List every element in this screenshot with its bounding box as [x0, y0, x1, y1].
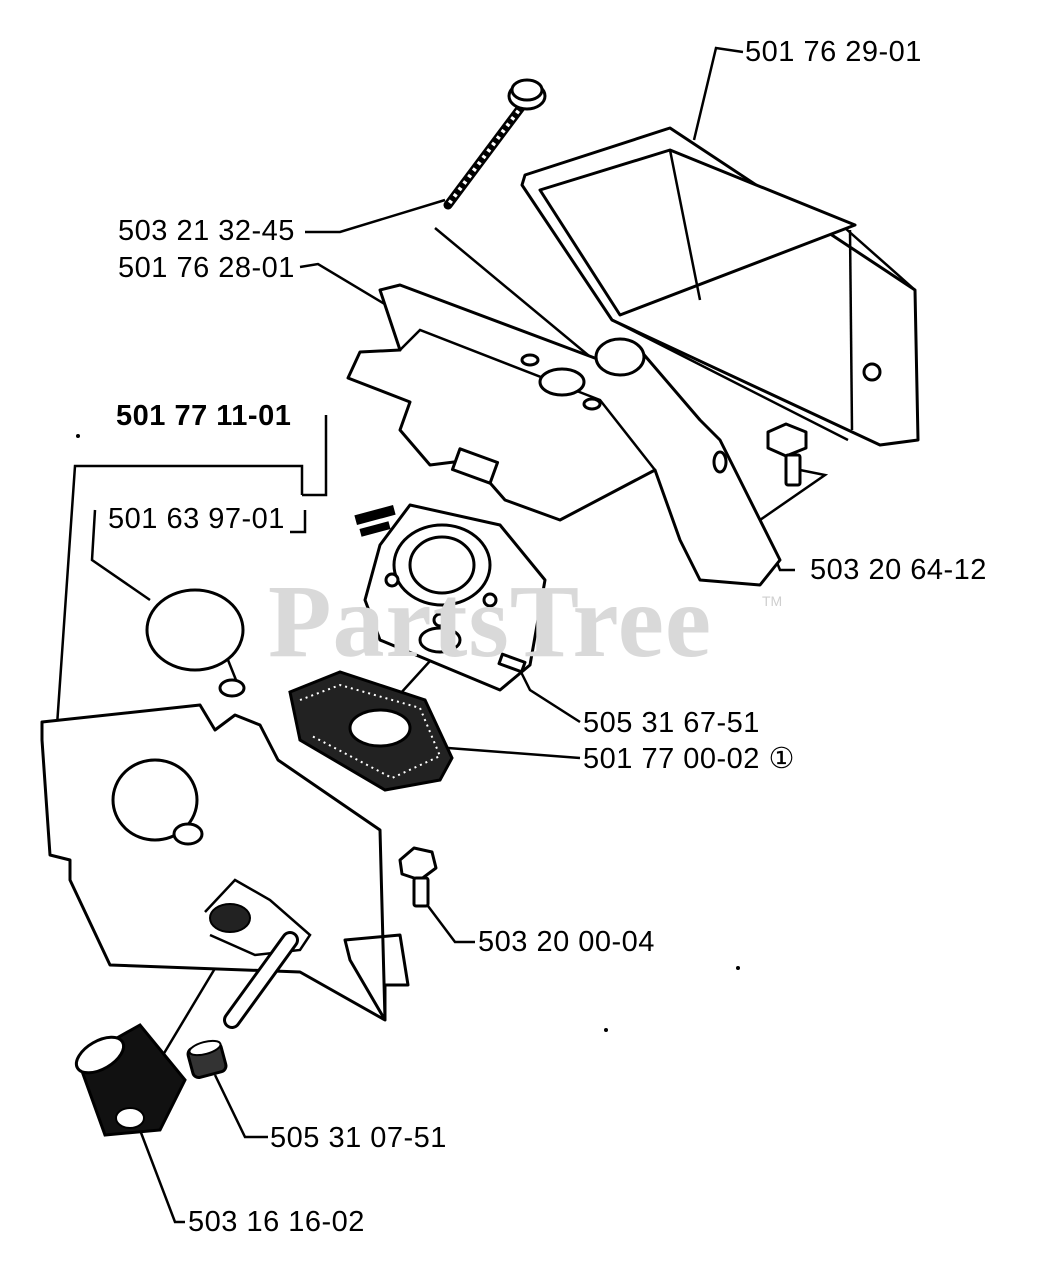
leader-lines [54, 46, 829, 1224]
bolt-upper [766, 422, 808, 487]
callout-filter-holder: 501 76 28-01 [118, 252, 295, 284]
cap [74, 1023, 187, 1137]
callout-air-filter-cover: 501 76 29-01 [745, 36, 922, 68]
callout-assembly: 501 77 11-01 [116, 400, 292, 432]
callout-sleeve: 505 31 07-51 [270, 1122, 447, 1154]
carburetor [354, 503, 547, 692]
bolt-lower [398, 846, 438, 908]
sleeve [186, 1039, 228, 1080]
watermark-trademark: TM [762, 593, 783, 609]
callout-screw-long: 503 21 32-45 [118, 215, 295, 247]
callout-cap: 503 16 16-02 [188, 1206, 365, 1238]
watermark: PartsTree [268, 564, 713, 679]
callout-gasket: 501 77 00-02 ① [583, 743, 795, 775]
intake-adapter [40, 588, 410, 1029]
gasket [288, 670, 454, 792]
callout-carburetor: 505 31 67-51 [583, 707, 760, 739]
callout-bolt-upper: 503 20 64-12 [810, 554, 987, 586]
long-screw [443, 78, 547, 210]
callout-sub-assembly: 501 63 97-01 [108, 503, 285, 535]
air-filter-cover [520, 126, 920, 447]
filter-holder [346, 283, 782, 587]
callout-bolt-lower: 503 20 00-04 [478, 926, 655, 958]
